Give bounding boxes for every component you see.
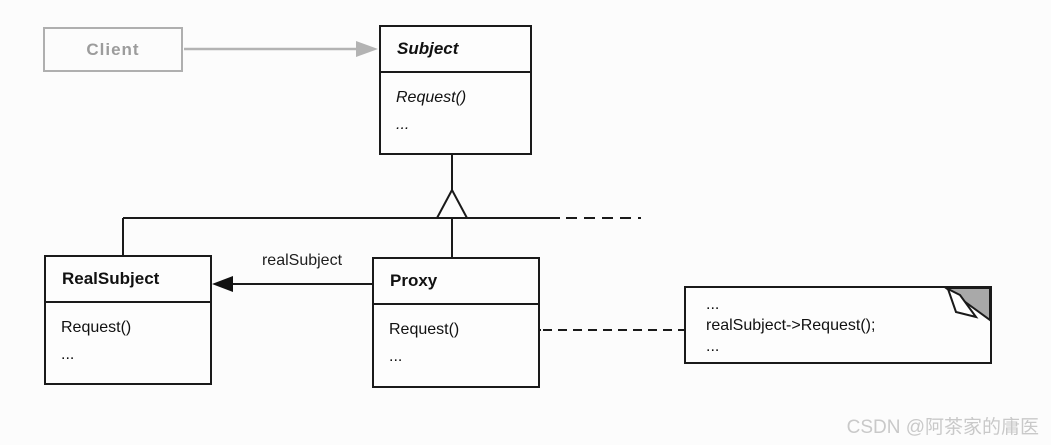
note-dogear-icon	[944, 287, 991, 322]
note-line-ellipsis-top: ...	[706, 296, 720, 313]
association-label-realsubject: realSubject	[261, 252, 343, 269]
class-realsubject-name: RealSubject	[46, 257, 210, 303]
note-line-ellipsis-bottom: ...	[706, 338, 720, 355]
class-proxy-method-ellipsis: ...	[389, 348, 403, 365]
implementation-note: ... realSubject->Request(); ...	[684, 286, 992, 364]
class-subject-method-ellipsis: ...	[396, 116, 410, 133]
class-proxy-method-request: Request()	[389, 321, 460, 338]
note-line-code: realSubject->Request();	[706, 317, 876, 334]
csdn-watermark: CSDN @阿茶家的庸医	[846, 417, 1039, 438]
class-realsubject-method-ellipsis: ...	[61, 346, 75, 363]
class-box-subject: Subject Request() ...	[379, 25, 532, 155]
class-client-name: Client	[86, 39, 140, 59]
class-proxy-name: Proxy	[374, 259, 538, 305]
class-box-client: Client	[43, 27, 183, 72]
inheritance-triangle-icon	[435, 187, 469, 219]
proxy-realsubject-arrowhead-icon	[212, 276, 233, 292]
class-realsubject-method-request: Request()	[61, 319, 132, 336]
class-box-realsubject: RealSubject Request() ...	[44, 255, 212, 385]
class-subject-method-request: Request()	[396, 89, 467, 106]
client-subject-arrowhead-icon	[356, 41, 378, 57]
class-subject-name: Subject	[381, 27, 530, 73]
class-box-proxy: Proxy Request() ...	[372, 257, 540, 388]
